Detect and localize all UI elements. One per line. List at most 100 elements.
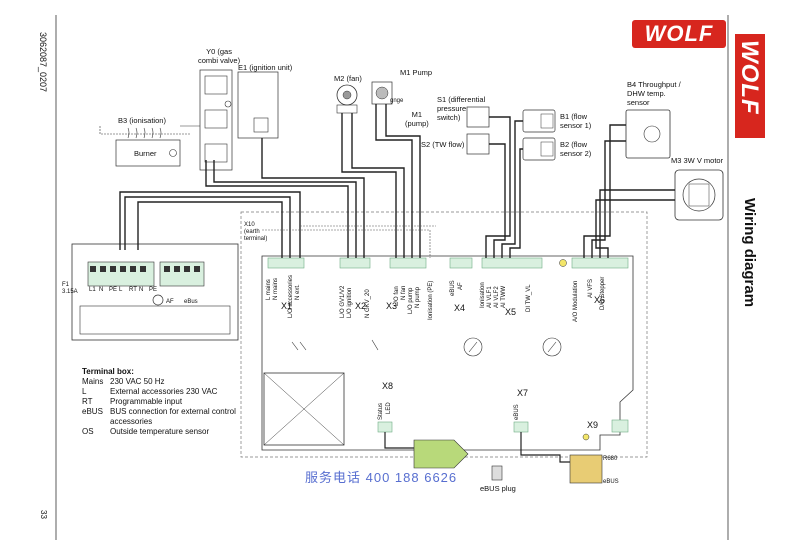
ebus-plug-symbol	[491, 465, 503, 481]
x8-label-0: Status	[378, 402, 384, 420]
label-gas-valve: Y0 (gas combi valve)	[198, 47, 241, 65]
legend-title: Terminal box:	[82, 367, 134, 376]
legend-value: Programmable input	[110, 397, 183, 406]
terminal-label-ebus: eBus	[184, 299, 198, 305]
x1-label-3: N ext.	[295, 284, 301, 300]
r680-module	[569, 454, 603, 484]
legend-key: L	[82, 387, 87, 396]
x5-label-4: DI TW_VL	[526, 284, 532, 312]
connector-x9: X9	[587, 420, 599, 430]
x7-label: eBUS	[514, 404, 520, 420]
x5-label-0: Ionisation	[480, 282, 486, 308]
wire-bundle	[119, 104, 675, 258]
label-earth-terminal: X10 (earth terminal)	[244, 222, 268, 242]
status-led-plug	[413, 439, 469, 469]
flow-sensor-2	[522, 137, 556, 161]
terminal-label: L	[119, 287, 123, 293]
x3-label-2: L/O pump	[408, 287, 414, 314]
label-ionisation: B3 (ionisation)	[118, 116, 166, 125]
x6-label-2: D/O Stepper	[600, 276, 606, 310]
terminal-label: PE	[149, 287, 158, 293]
x1-label-2: L/O accessories	[288, 274, 294, 318]
x5-label-1: AI VLF1	[487, 286, 493, 308]
connector-x2: X2	[355, 301, 367, 311]
burner-flames	[127, 127, 162, 139]
x5-label-2: AI VLF2	[494, 286, 500, 308]
label-fan: M2 (fan)	[334, 74, 362, 83]
legend-value: Outside temperature sensor	[110, 427, 210, 436]
terminal-label: N	[99, 287, 104, 293]
terminal-label: PE	[109, 287, 118, 293]
connector-x1: X1	[281, 301, 293, 311]
label-pump: M1 (pump)	[405, 110, 429, 128]
label-throughput-sensor: B4 Throughput / DHW temp. sensor	[627, 80, 681, 107]
label-flow-sensor-1: B1 (flow sensor 1)	[560, 112, 592, 130]
three-way-valve-motor	[674, 169, 724, 221]
label-three-way-valve-motor: M3 3W V motor	[671, 156, 724, 165]
ionisation-pe-label: Ionisation (PE)	[428, 280, 434, 320]
ignition-unit-box	[237, 71, 279, 139]
x2-label-2: N GKV_20	[365, 289, 371, 318]
control-board	[261, 255, 634, 451]
label-burner: Burner	[134, 149, 157, 158]
x8-label-1: LED	[386, 402, 392, 414]
label-differential-pressure-switch: S1 (differential pressure switch)	[437, 95, 486, 122]
legend-value: 230 VAC 50 Hz	[110, 377, 165, 386]
display-area	[263, 372, 345, 446]
x2-label-1: L/O ignition	[347, 287, 353, 318]
watermark-phone: 服务电话 400 188 6626	[305, 470, 458, 485]
connector-x8: X8	[382, 381, 394, 391]
label-fuse: F1 3.15A	[62, 282, 78, 295]
connector-x4: X4	[454, 303, 466, 313]
x3-label-1: N fan	[401, 285, 407, 300]
x6-label-1: AI VFS	[588, 278, 594, 298]
label-pump-top: M1 Pump	[400, 68, 433, 77]
terminal-box-legend: Terminal box: Mains 230 VAC 50 Hz L Extern…	[82, 367, 250, 437]
legend-key: OS	[82, 427, 94, 436]
gas-valve-box	[199, 69, 233, 171]
label-flow-sensor-2: B2 (flow sensor 2)	[560, 140, 592, 158]
terminal-box	[71, 243, 239, 341]
terminal-label: RT	[129, 287, 137, 293]
legend-row: Mains 230 VAC 50 Hz	[82, 377, 250, 387]
legend-value: BUS connection for external control acce…	[110, 407, 236, 426]
tw-flow-switch	[466, 133, 490, 155]
terminal-label: N	[139, 287, 144, 293]
legend-key: Mains	[82, 377, 104, 386]
connector-x3: X3	[386, 301, 398, 311]
connector-x7: X7	[517, 388, 529, 398]
x3-label-0: L/O fan	[394, 286, 400, 306]
legend-row: L External accessories 230 VAC	[82, 387, 250, 397]
brand-logo-vertical: WOLF	[735, 34, 765, 138]
label-r680: R680	[603, 456, 618, 462]
label-tw-flow: S2 (TW flow)	[421, 140, 465, 149]
x5-label-3: AI TWW	[501, 285, 507, 308]
x1-label-1: N mains	[273, 277, 279, 300]
connector-x5: X5	[505, 307, 517, 317]
flow-sensor-1	[522, 109, 556, 133]
brand-logo: WOLF	[632, 20, 726, 48]
legend-row: RT Programmable input	[82, 397, 250, 407]
legend-value: External accessories 230 VAC	[110, 387, 218, 396]
legend-row: OS Outside temperature sensor	[82, 427, 250, 437]
label-ebus-small: eBUS	[603, 479, 619, 485]
x1-label-0: L mains	[266, 279, 272, 300]
board-connectors	[267, 257, 629, 269]
x4-label-1: AF	[458, 282, 464, 290]
terminal-label: L1	[89, 287, 96, 293]
connector-x6: X6	[594, 295, 606, 305]
board-outline	[240, 211, 648, 458]
terminal-strip-left-labels: L1 N PE L RT N PE	[89, 287, 158, 294]
x6-label-0: A/O Modulation	[573, 280, 579, 322]
label-ignition-unit: E1 (ignition unit)	[238, 63, 293, 72]
x2-label-0: L/O GV1/V2	[340, 285, 346, 318]
label-gnge: gnge	[390, 98, 404, 104]
pump-symbol	[371, 81, 393, 105]
x4-label-0: eBUS	[450, 280, 456, 296]
legend-row: eBUS BUS connection for external control …	[82, 407, 250, 427]
legend-key: RT	[82, 397, 93, 406]
legend-key: eBUS	[82, 407, 103, 416]
throughput-sensor	[625, 109, 671, 159]
burner-box	[115, 139, 181, 167]
